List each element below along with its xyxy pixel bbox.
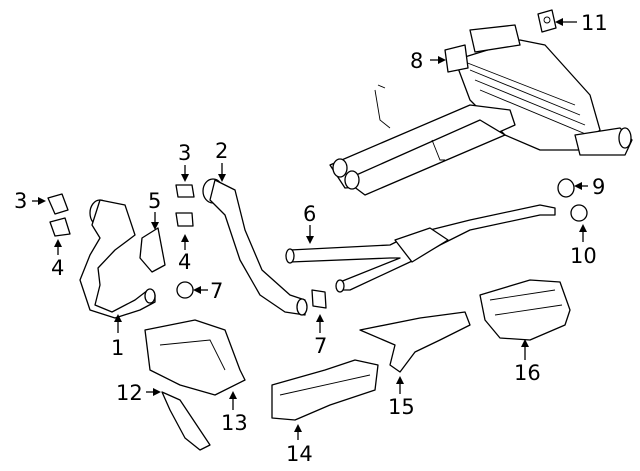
callout-9[interactable]: 9 — [592, 175, 605, 199]
callout-10[interactable]: 10 — [570, 244, 597, 268]
callout-1[interactable]: 1 — [111, 336, 124, 360]
heat-shield-15-part[interactable] — [359, 311, 471, 373]
gasket-parts[interactable] — [47, 184, 195, 237]
callout-2[interactable]: 2 — [215, 139, 228, 163]
clamp-10-part[interactable] — [570, 204, 588, 222]
heat-shield-13-part[interactable] — [144, 319, 246, 396]
callout-4[interactable]: 4 — [51, 256, 64, 280]
callout-8[interactable]: 8 — [410, 49, 423, 73]
callout-arrows — [32, 18, 588, 440]
callout-14[interactable]: 14 — [286, 442, 313, 466]
converter-right-part[interactable] — [202, 178, 308, 316]
clamp-8-part[interactable] — [444, 44, 469, 73]
callout-4[interactable]: 4 — [178, 250, 191, 274]
clamp-7a-part[interactable] — [176, 281, 194, 299]
heat-shield-16-part[interactable] — [479, 279, 571, 341]
intermediate-pipe-part[interactable] — [285, 204, 556, 293]
heat-shield-12-part[interactable] — [161, 391, 211, 451]
muffler-assembly[interactable] — [329, 24, 633, 196]
callout-3[interactable]: 3 — [14, 189, 27, 213]
callout-16[interactable]: 16 — [514, 361, 541, 385]
converter-left-part[interactable] — [79, 199, 156, 319]
callout-3[interactable]: 3 — [178, 141, 191, 165]
heat-shield-14-part[interactable] — [271, 359, 379, 421]
clamp-7b-part[interactable] — [311, 289, 327, 309]
callout-7[interactable]: 7 — [314, 334, 327, 358]
callout-6[interactable]: 6 — [303, 202, 316, 226]
callout-5[interactable]: 5 — [148, 189, 161, 213]
callout-13[interactable]: 13 — [221, 411, 248, 435]
clamp-9-part[interactable] — [557, 178, 575, 198]
callout-12[interactable]: 12 — [116, 381, 143, 405]
bracket-5-part[interactable] — [139, 227, 166, 273]
callout-11[interactable]: 11 — [581, 11, 608, 35]
callout-7[interactable]: 7 — [210, 279, 223, 303]
callout-15[interactable]: 15 — [388, 395, 415, 419]
hanger-bracket-part[interactable] — [537, 9, 557, 33]
